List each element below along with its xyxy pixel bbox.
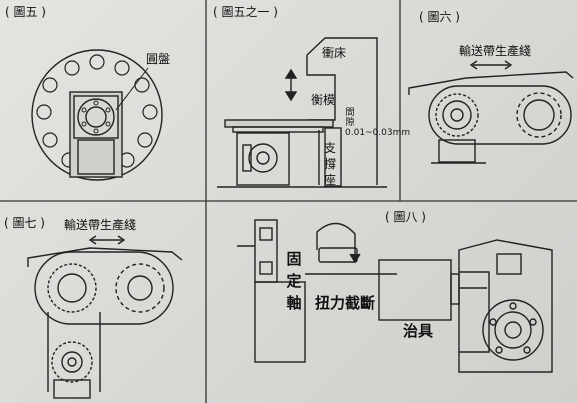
press-bed-label: 衝床 [322,46,347,60]
figure-8-panel: ( 圖八 ) 固定軸 扭力截斷 治具 [207,202,577,403]
fixed-axis-label: 固定軸 [286,250,302,312]
figure-5-caption: ( 圖五 ) [5,5,46,19]
figure-8-caption: ( 圖八 ) [385,210,426,224]
conveyor-drawing-7 [27,235,183,399]
figure-5-panel: ( 圖五 ) 圓盤 [0,0,205,200]
torque-test-drawing [237,219,553,373]
disc-label: 圓盤 [146,52,171,66]
figure-5-1-panel: ( 圖五之一 ) 衝床 衡模 支撐座 間隙 0.01~0.03mm [207,0,411,200]
gap-spec-label: 間隙 0.01~0.03mm [345,108,411,138]
support-seat-label: 支撐座 [323,141,336,187]
crossbeam-label: 衡模 [311,93,336,107]
press-support-drawing [217,37,387,188]
conveyor-label-6: 輸送帶生產綫 [459,44,532,58]
conveyor-label-7: 輸送帶生產綫 [64,218,137,232]
fixture-label: 治具 [403,322,434,340]
torque-cutoff-label: 扭力截斷 [315,294,376,312]
figure-5-1-caption: ( 圖五之一 ) [213,5,278,19]
figure-7-panel: ( 圖七 ) 輸送帶生產綫 [0,202,205,403]
figure-6-caption: ( 圖六 ) [419,10,460,24]
conveyor-drawing-6 [408,60,574,164]
figure-7-caption: ( 圖七 ) [4,216,45,230]
figure-6-panel: ( 圖六 ) 輸送帶生產綫 [401,0,577,200]
rotary-disc-drawing [31,49,163,181]
